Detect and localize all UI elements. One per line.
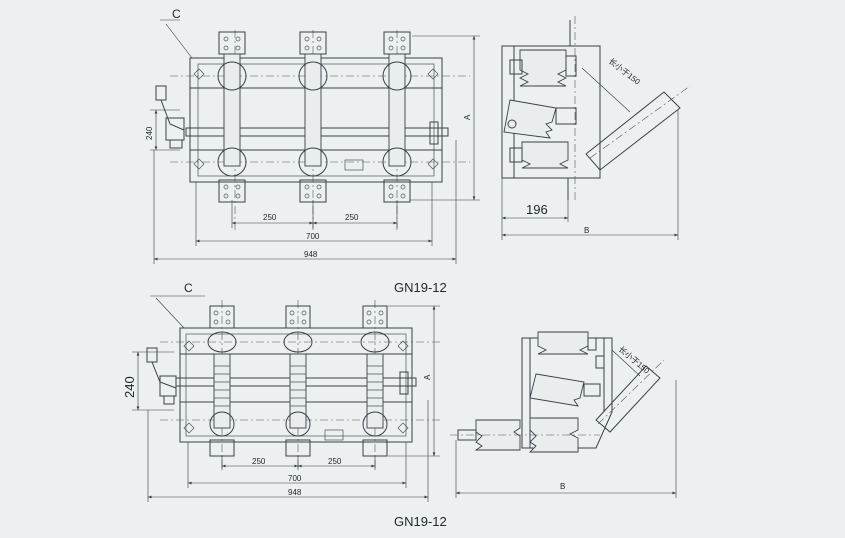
pole-3 [382,31,412,203]
pole-b1 [207,305,237,457]
dim-b-bottom: B [560,482,565,491]
dim-948: 948 [304,250,318,259]
dim-240-bottom: 240 [122,376,137,398]
top-side-view: 长小于150 196 B [501,16,691,240]
dim-a-bottom: A [423,374,432,380]
model-label-top: GN19-12 [394,280,447,295]
dim-240: 240 [145,126,154,140]
dim-a: A [463,114,472,120]
dim-196: 196 [526,202,548,217]
dim-250-left: 250 [263,213,277,222]
model-label-bottom: GN19-12 [394,514,447,529]
pole-b2 [283,305,313,457]
dim-250-right-bottom: 250 [328,457,342,466]
dim-250-left-bottom: 250 [252,457,266,466]
dim-250-right: 250 [345,213,359,222]
dim-700: 700 [306,232,320,241]
label-c-bottom: C [184,281,193,295]
bottom-side-view: 长小于150 B [450,331,677,498]
top-front-view: C 240 A 250 250 700 948 GN19-12 [145,7,480,295]
label-c: C [172,7,181,21]
bottom-front-view: C 240 A 250 250 700 948 GN19-12 [122,281,447,529]
dim-b-top: B [584,226,589,235]
dim-948-bottom: 948 [288,488,302,497]
pole-1 [217,31,247,203]
side-note-top: 长小于150 [607,56,643,87]
pole-b3 [360,305,390,457]
dim-700-bottom: 700 [288,474,302,483]
pole-2 [298,31,328,203]
